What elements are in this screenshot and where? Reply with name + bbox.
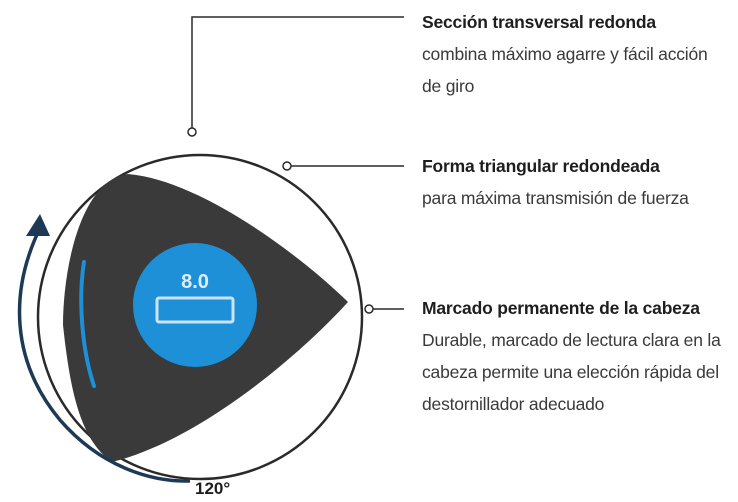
callout-triangular-shape: Forma triangular redondeada para máxima … <box>422 150 736 214</box>
leader-dot-round <box>187 127 197 137</box>
side-marking-strip <box>79 260 96 388</box>
callout-description: para máxima transmisión de fuerza <box>422 188 689 208</box>
rotation-arc-arrow <box>17 227 191 483</box>
rotation-arrow-head <box>26 214 50 236</box>
callout-title: Sección transversal redonda <box>422 12 656 32</box>
leader-dot-marking <box>364 304 374 314</box>
callout-round-cross-section: Sección transversal redonda combina máxi… <box>422 6 736 102</box>
callout-title: Forma triangular redondeada <box>422 156 660 176</box>
leader-line-round <box>191 16 404 128</box>
tip-profile-symbol <box>155 296 235 324</box>
leader-dot-triangular <box>282 161 292 171</box>
rotation-angle-label: 120° <box>195 479 230 498</box>
callout-head-marking: Marcado permanente de la cabeza Durable,… <box>422 292 736 420</box>
tip-size-label: 8.0 <box>181 271 209 293</box>
callout-description: Durable, marcado de lectura clara en la … <box>422 330 721 414</box>
callout-title: Marcado permanente de la cabeza <box>422 298 700 318</box>
head-marking-disc <box>133 243 257 367</box>
callout-description: combina máximo agarre y fácil acción de … <box>422 44 708 96</box>
